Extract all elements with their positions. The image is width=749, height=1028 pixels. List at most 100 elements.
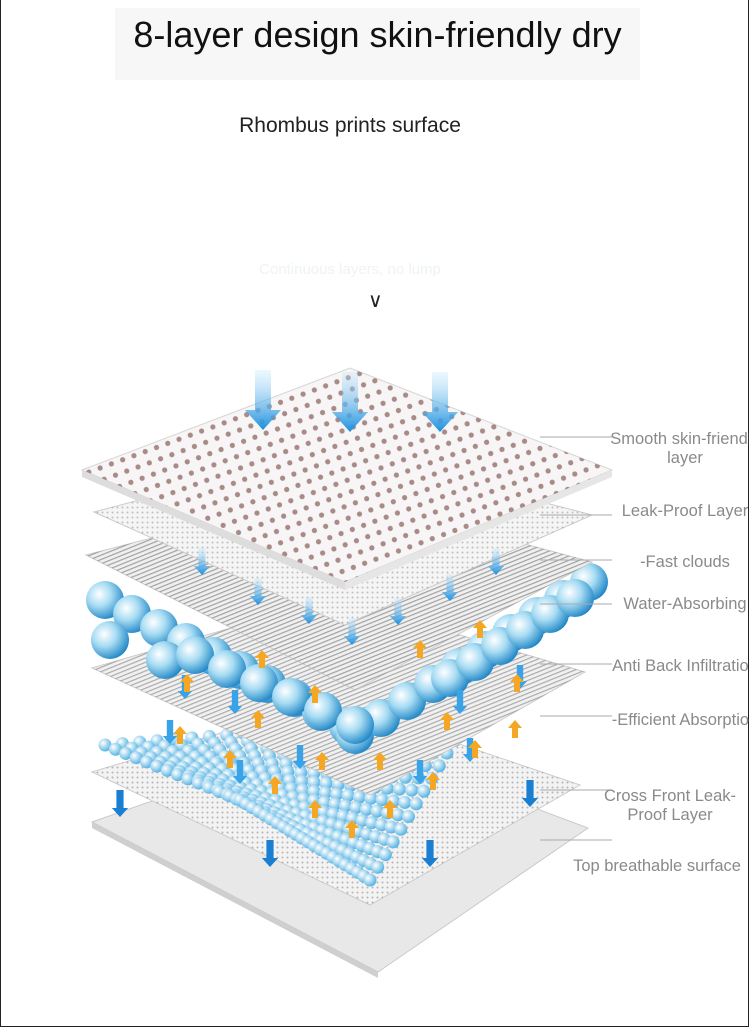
arrow-up-icon [440,712,454,730]
layer-label: Leak-Proof Layer [621,502,749,520]
layer-label: Smooth skin-friendly layer [610,430,749,467]
chevron-down-icon: ∨ [368,290,383,312]
water-ball [91,621,129,659]
small-bubble [349,801,363,815]
arrow-up-icon [373,752,387,770]
small-bubble [140,755,154,769]
arrow-down-icon [441,574,459,601]
arrow-down-icon [487,548,505,575]
subtitle: Rhombus prints surface [239,114,461,137]
title-background [115,8,640,80]
small-bubble [328,797,342,811]
small-bubble [409,797,423,811]
arrow-down-icon [421,840,439,867]
layer-label: Anti Back Infiltration [612,657,749,675]
arrow-down-icon [232,760,248,784]
layer-smooth-skin-friendly [80,367,614,590]
arrow-down-icon [452,690,468,714]
arrow-down-icon [162,720,178,744]
small-bubble [171,768,185,782]
small-bubble [341,788,355,802]
layer-label: Cross Front Leak-Proof Layer [603,787,737,824]
layer-label: Top breathable surface [573,857,741,875]
arrow-up-icon [473,620,487,638]
arrow-down-icon [422,372,458,432]
small-bubble [386,835,400,849]
arrow-down-icon [343,618,361,645]
arrow-down-icon [261,840,279,867]
arrow-down-icon [300,597,318,624]
arrow-down-icon [249,578,267,605]
small-bubble [401,810,415,824]
small-bubble [417,784,431,798]
small-bubble [318,786,332,800]
arrow-down-icon [389,598,407,625]
arrow-up-icon [180,674,194,692]
small-bubble [359,802,373,816]
small-bubble [338,799,352,813]
small-bubble [370,804,384,818]
small-bubble [150,759,164,773]
arrow-up-icon [268,776,282,794]
arrow-up-icon [468,740,482,758]
small-bubble [352,790,366,804]
water-ball [176,636,214,674]
water-ball [240,664,278,702]
arrow-down-icon [412,760,428,784]
arrow-up-icon [383,800,397,818]
small-bubble [432,759,446,773]
label-leader-lines [540,436,612,841]
small-bubble [181,772,195,786]
arrow-up-icon [413,640,427,658]
layer-label: -Fast clouds [640,553,730,571]
small-bubble [392,782,406,796]
layer-label: -Efficient Absorption [611,711,749,729]
arrow-down-icon [245,370,281,430]
water-ball [208,650,246,688]
layer-label: Water-Absorbing [623,595,747,613]
small-bubble [307,775,321,789]
water-ball [272,678,310,716]
arrow-down-icon [111,790,129,817]
small-bubble [98,738,112,752]
small-bubble [394,822,408,836]
arrow-down-icon [332,372,368,432]
small-bubble [330,787,344,801]
small-bubble [318,795,332,809]
small-bubble [363,873,377,887]
arrow-down-icon [292,745,308,769]
arrow-up-icon [510,674,524,692]
arrow-up-icon [426,772,440,790]
arrow-down-icon [227,690,243,714]
small-bubble [307,784,321,798]
arrow-up-icon [173,726,187,744]
page-title: 8-layer design skin-friendly dry [133,14,622,55]
arrow-down-icon [193,548,211,575]
arrow-up-icon [308,685,322,703]
arrow-up-icon [508,720,522,738]
arrow-up-icon [308,800,322,818]
water-ball [556,579,594,617]
arrow-up-icon [223,750,237,768]
small-bubble [364,791,378,805]
water-ball [146,641,184,679]
small-bubble [378,848,392,862]
small-bubble [398,795,412,809]
small-bubble [375,793,389,807]
small-bubble [405,783,419,797]
arrow-up-icon [345,820,359,838]
small-bubble [391,808,405,822]
arrow-up-icon [315,752,329,770]
small-bubble [371,860,385,874]
water-ball [336,706,374,744]
arrow-up-icon [255,650,269,668]
small-bubble [319,776,333,790]
faint-caption: Continuous layers, no lump [259,261,441,278]
flow-arrows [111,370,539,867]
arrow-up-icon [251,710,265,728]
small-bubble [119,746,133,760]
small-bubble [160,763,174,777]
small-bubble [108,742,122,756]
arrow-down-icon [521,780,539,807]
